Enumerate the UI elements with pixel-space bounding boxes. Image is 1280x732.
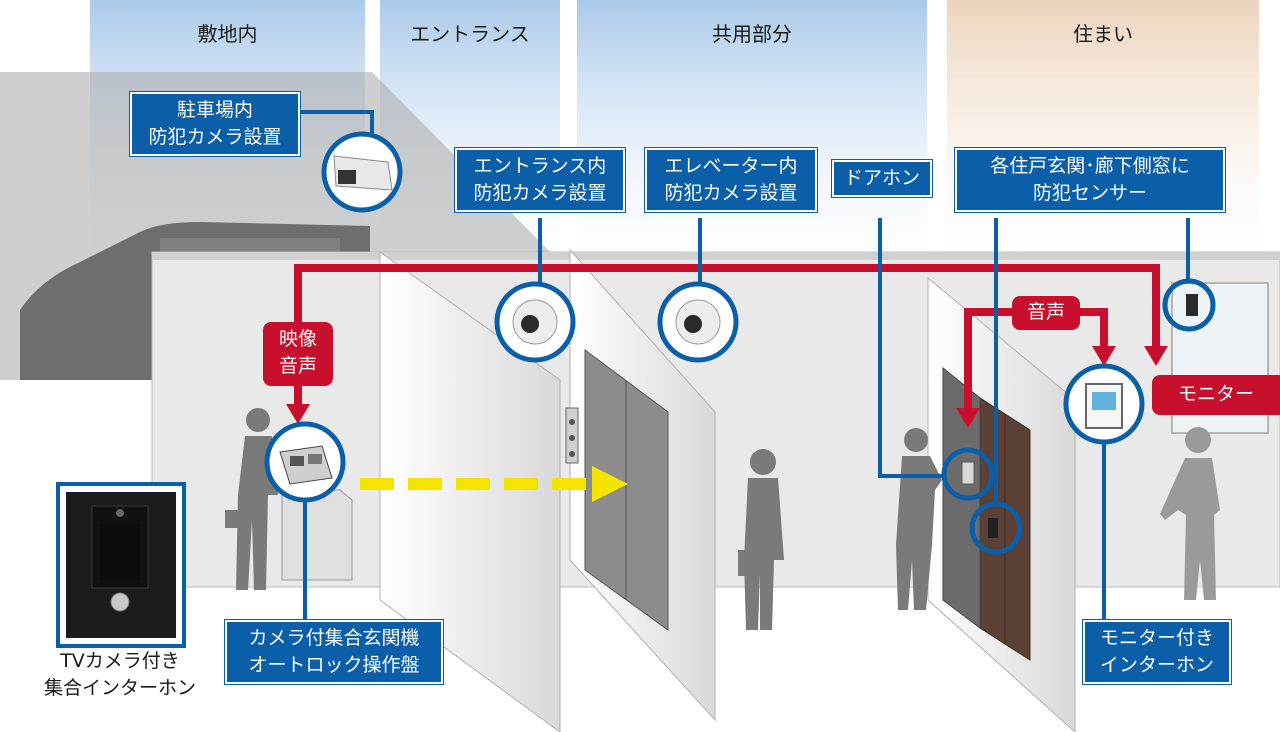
callout-lines	[300, 110, 1190, 622]
intercom-stand	[281, 489, 353, 581]
elevator-icon	[565, 349, 669, 631]
dome-camera-icon	[494, 281, 576, 363]
door-sensor-icon	[969, 501, 1023, 555]
door-phone-sensor-icon	[941, 447, 995, 501]
person-icon	[738, 449, 784, 630]
label-door-phone: ドアホン	[832, 160, 932, 197]
zone-title-entrance: エントランス	[410, 22, 530, 46]
bullet-camera-icon	[321, 131, 403, 213]
zone-title-residence: 住まい	[1073, 22, 1133, 46]
window-sensor-icon	[1162, 278, 1216, 332]
tv-intercom-unit	[56, 482, 186, 648]
label-tv-intercom: TVカメラ付き 集合インターホン	[43, 650, 196, 699]
label-video-audio: 映像 音声	[263, 322, 333, 386]
zone-title-common: 共用部分	[712, 22, 792, 46]
label-sensor: 各住戸玄関･廊下側窓に 防犯センサー	[955, 148, 1225, 212]
label-entrance-panel: カメラ付集合玄関機 オートロック操作盤	[225, 620, 443, 684]
label-monitor: モニター	[1152, 375, 1280, 415]
intercom-panel-icon	[264, 421, 346, 503]
walk-direction-arrow	[360, 466, 628, 502]
label-monitor-intercom: モニター付き インターホン	[1083, 620, 1231, 684]
monitor-intercom-icon	[1063, 363, 1145, 445]
label-elevator-camera: エレベーター内 防犯カメラ設置	[645, 148, 817, 212]
dome-camera-icon	[657, 281, 739, 363]
label-parking-camera: 駐車場内 防犯カメラ設置	[130, 92, 300, 156]
label-entrance-camera: エントランス内 防犯カメラ設置	[455, 148, 625, 212]
person-icon	[896, 428, 942, 610]
label-audio: 音声	[1012, 296, 1080, 330]
zone-title-grounds: 敷地内	[197, 22, 258, 46]
person-icon	[1160, 427, 1220, 600]
